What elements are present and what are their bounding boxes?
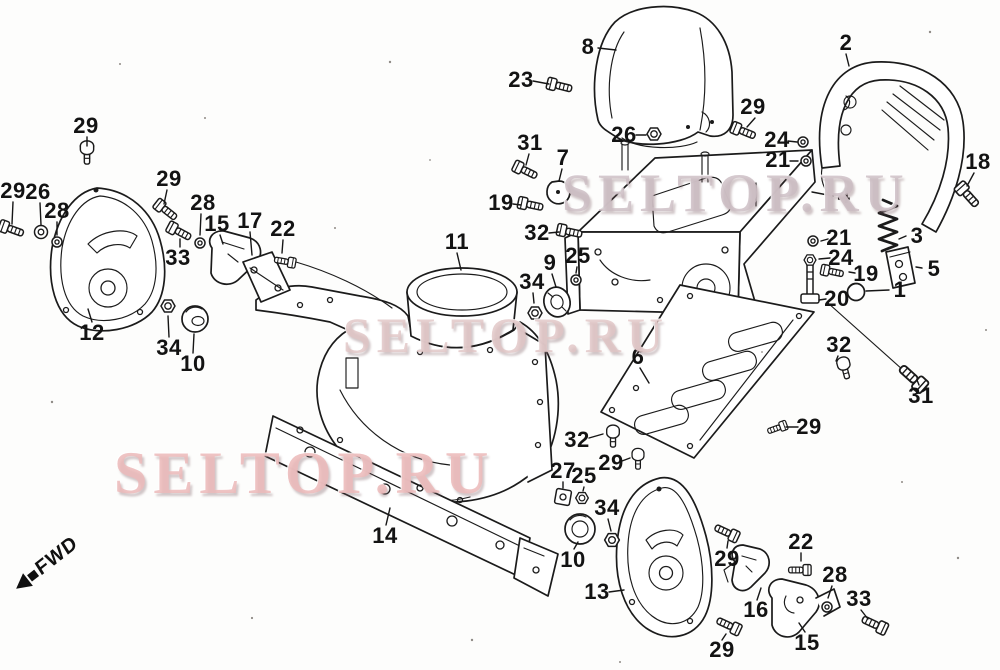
- alignment-axis-line: [827, 302, 904, 371]
- part-5-plate: [885, 246, 916, 289]
- watermark: SELTOP.RU: [114, 440, 495, 506]
- paper-speckles: [50, 30, 987, 663]
- part-12-left-cover: [49, 187, 166, 332]
- part-1-knob: [846, 282, 866, 302]
- part-10-cap-bottom: [564, 513, 596, 545]
- part-7-clip: [546, 180, 571, 205]
- part-8-cover: [593, 5, 734, 149]
- watermark: SELTOP.RU: [562, 163, 910, 223]
- part-13-right-cover: [615, 476, 713, 638]
- part-17-stay-plate: [242, 251, 291, 303]
- part-14-lower-panel: [264, 415, 559, 597]
- part-11-chute-housing: [255, 261, 560, 504]
- part-6-floor-panel: [600, 284, 815, 459]
- part-3-spring: [877, 198, 899, 253]
- part-15-bracket-bottom: [768, 578, 841, 638]
- part-27-square-nut: [553, 487, 573, 507]
- watermark: SELTOP.RU: [343, 307, 669, 363]
- part-10-cap-left: [181, 305, 209, 333]
- part-2-handle-bracket: [818, 61, 965, 233]
- part-16-bracket: [723, 544, 770, 592]
